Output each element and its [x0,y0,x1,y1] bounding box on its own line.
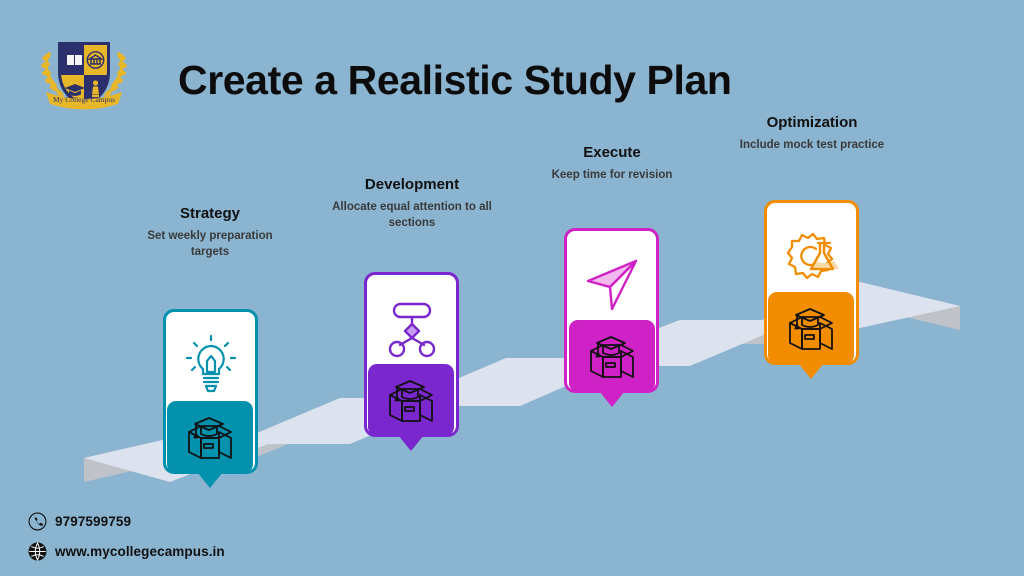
graduation-box-icon [382,371,440,429]
website-url: www.mycollegecampus.in [55,543,225,559]
contact-phone-row[interactable]: 9797599759 [28,508,448,534]
step-optimization-title: Optimization [766,114,858,131]
my-college-campus-crest-logo: My College Campus [28,22,140,114]
step-strategy-header: Strategy Set weekly preparation targets [140,205,280,260]
step-optimization-badge[interactable] [768,292,854,379]
step-development-header: Development Allocate equal attention to … [326,176,498,231]
step-execute-description: Keep time for revision [551,168,673,181]
zigzag-path-ribbon [0,130,1024,530]
step-strategy-badge-tail [197,472,223,488]
footer-contact: 9797599759 www.mycollegecampus.in [28,508,448,568]
step-execute-badge[interactable] [569,320,655,407]
contact-website-row[interactable]: www.mycollegecampus.in [28,538,448,564]
step-strategy-title: Strategy [179,205,241,222]
step-execute-badge-tail [599,391,625,407]
step-development-description: Allocate equal attention to all sections [332,200,492,229]
graduation-cap-icon [65,84,85,96]
graduation-box-icon [181,408,239,466]
step-optimization-header: Optimization Include mock test practice [722,114,902,154]
book-icon [67,55,82,65]
student-figure-icon [92,80,99,98]
step-optimization-description: Include mock test practice [739,138,885,151]
step-strategy-description: Set weekly preparation targets [147,229,273,258]
logo-banner-text: My College Campus [53,95,115,104]
phone-number: 9797599759 [55,513,132,529]
flowchart-icon [380,297,444,361]
paper-plane-icon [580,253,644,317]
building-icon [86,51,105,69]
step-development-title: Development [364,176,460,193]
phone-circle-icon [28,512,47,531]
step-execute-title: Execute [583,144,641,161]
globe-icon [28,541,47,561]
step-strategy-badge[interactable] [167,401,253,488]
step-optimization-badge-tail [798,363,824,379]
step-execute-header: Execute Keep time for revision [530,144,694,184]
step-development-badge[interactable] [368,364,454,451]
page-title: Create a Realistic Study Plan [178,57,732,103]
graduation-box-icon [782,299,840,357]
graduation-box-icon [583,327,641,385]
gear-flask-icon [780,225,844,289]
lightbulb-pencil-icon [179,334,243,398]
step-development-badge-tail [398,435,424,451]
